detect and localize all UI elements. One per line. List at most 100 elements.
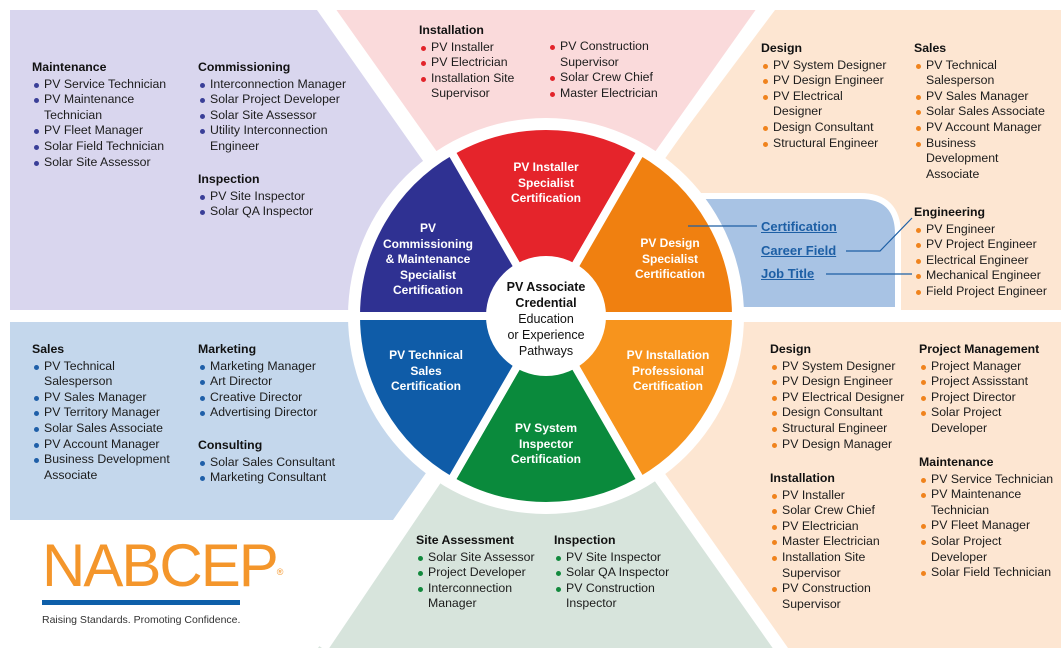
installation-prof-cert-line: PV Installation: [626, 348, 710, 362]
job-title-item: PV Service Technician: [32, 77, 166, 93]
job-title-item: PV Account Manager: [914, 120, 1045, 136]
job-title-item: Solar Field Technician: [32, 139, 166, 155]
commissioning-cert-line: Certification: [392, 283, 463, 297]
job-title-item: PV Construction Supervisor: [548, 39, 680, 70]
career-field-title: Design: [770, 342, 811, 356]
design-cert-line: Specialist: [641, 251, 699, 266]
job-title-item: Project Director: [919, 390, 1039, 406]
installation-prof-cert-label: PV Installation Professional Certificati…: [606, 348, 730, 395]
career-field-title: Consulting: [198, 438, 263, 452]
job-title-item: Solar Sales Associate: [914, 104, 1045, 120]
installation-prof-cert-line: Professional: [631, 363, 705, 378]
job-title-item: Advertising Director: [198, 405, 317, 421]
job-title-item: Project Developer: [416, 565, 535, 581]
job-title-item: PV Design Engineer: [761, 73, 886, 89]
job-title-item: Installation Site Supervisor: [419, 71, 541, 102]
inspector-cert-label: PV System Inspector Certification: [490, 421, 602, 468]
inspector-cert-line: Inspector: [518, 436, 573, 451]
design-cert-label: PV Design Specialist Certification: [614, 236, 726, 283]
commissioning-cert-line: & Maintenance: [385, 252, 471, 266]
job-title-item: PV System Designer: [761, 58, 886, 74]
job-title-item: PV Installer: [419, 40, 541, 56]
career-field-title: Project Management: [919, 342, 1040, 356]
nabcep-logo: NABCEP®: [42, 536, 283, 596]
job-title-item: PV Sales Manager: [914, 89, 1045, 105]
orange-top-engineering-list: Engineering PV Engineer PV Project Engin…: [914, 205, 1047, 300]
job-title-item: PV Technical Salesperson: [914, 58, 1026, 89]
installer-cert-label: PV Installer Specialist Certification: [490, 160, 602, 207]
career-field-title: Sales: [32, 342, 65, 356]
sales-cert-label: PV Technical Sales Certification: [370, 348, 482, 395]
career-field-title: Design: [761, 41, 802, 55]
center-line: Pathways: [518, 344, 574, 358]
career-field-title: Inspection: [198, 172, 260, 186]
job-title-item: PV Account Manager: [32, 437, 194, 453]
legend-career-field-link[interactable]: Career Field: [761, 243, 837, 258]
job-title-item: PV Site Inspector: [198, 189, 313, 205]
job-title-item: PV Territory Manager: [32, 405, 194, 421]
career-field-title: Installation: [770, 471, 835, 485]
career-field-title: Maintenance: [32, 60, 107, 74]
career-field-title: Site Assessment: [416, 533, 514, 547]
job-title-item: Structural Engineer: [761, 136, 886, 152]
blue-marketing-list: Marketing Marketing Manager Art Director…: [198, 342, 317, 421]
logo-tagline: Raising Standards. Promoting Confidence.: [42, 614, 241, 626]
career-field-title: Marketing: [198, 342, 257, 356]
job-title-item: Solar QA Inspector: [198, 204, 313, 220]
job-title-item: Project Manager: [919, 359, 1039, 375]
red-installation-list: Installation PV Installer PV Electrician…: [419, 23, 541, 102]
job-title-item: PV Construction Supervisor: [770, 581, 892, 612]
orange-bottom-design-list: Design PV System Designer PV Design Engi…: [770, 342, 904, 452]
job-title-item: Solar Project Developer: [198, 92, 360, 108]
job-title-item: Solar Site Assessor: [416, 550, 535, 566]
career-field-title: Commissioning: [198, 60, 291, 74]
legend-certification-link[interactable]: Certification: [761, 219, 837, 234]
job-title-item: PV Sales Manager: [32, 390, 194, 406]
job-title-item: Interconnection Manager: [198, 77, 360, 93]
job-title-item: Art Director: [198, 374, 317, 390]
center-circle: [486, 256, 606, 376]
installation-prof-segment: [542, 312, 740, 485]
commissioning-cert-line: Specialist: [399, 267, 457, 282]
job-title-item: PV Electrician: [419, 55, 541, 71]
sales-cert-line: Sales: [410, 363, 442, 378]
job-title-item: Solar Site Assessor: [198, 108, 360, 124]
career-field-title: Installation: [419, 23, 484, 37]
job-title-item: Project Assisstant: [919, 374, 1039, 390]
job-title-item: Solar Field Technician: [919, 565, 1053, 581]
blue-sales-list: Sales PV Technical Salesperson PV Sales …: [32, 342, 194, 483]
job-title-item: Solar Project Developer: [919, 405, 1021, 436]
inspector-segment: [447, 312, 645, 510]
job-title-item: PV Fleet Manager: [919, 518, 1053, 534]
installer-cert-line: PV Installer: [513, 160, 579, 174]
job-title-item: Solar Crew Chief: [770, 503, 892, 519]
orange-bottom-maintenance-list: Maintenance PV Service Technician PV Mai…: [919, 455, 1053, 581]
logo-underline: [42, 600, 240, 605]
center-title: PV Associate Credential: [506, 280, 586, 310]
job-title-item: PV Electrician: [770, 519, 892, 535]
job-title-item: Solar QA Inspector: [554, 565, 669, 581]
red-installation-list-2: PV Construction Supervisor Solar Crew Ch…: [548, 39, 680, 101]
career-field-title: Sales: [914, 41, 947, 55]
installation-prof-cert-line: Certification: [632, 379, 703, 393]
legend-job-title-link[interactable]: Job Title: [761, 266, 815, 281]
inspector-cert-line: Certification: [510, 452, 581, 466]
job-title-item: Solar Site Assessor: [32, 155, 166, 171]
orange-top-design-list: Design PV System Designer PV Design Engi…: [761, 41, 886, 151]
blue-consulting-list: Consulting Solar Sales Consultant Market…: [198, 438, 335, 486]
career-field-title: Engineering: [914, 205, 986, 219]
job-title-item: Interconnection Manager: [416, 581, 528, 612]
job-title-item: PV Technical Salesperson: [32, 359, 144, 390]
job-title-item: PV Maintenance Technician: [32, 92, 164, 123]
commissioning-segment: [352, 147, 550, 320]
green-inspection-list: Inspection PV Site Inspector Solar QA In…: [554, 533, 669, 612]
logo-registered-mark: ®: [276, 567, 284, 577]
design-cert-line: PV Design: [640, 236, 700, 250]
legend-career-field-line: [846, 217, 913, 252]
sales-cert-line: Certification: [390, 379, 461, 393]
job-title-item: PV Electrical Designer: [761, 89, 873, 120]
purple-inspection-list: Inspection PV Site Inspector Solar QA In…: [198, 172, 313, 220]
job-title-item: Master Electrician: [548, 86, 680, 102]
installer-segment: [447, 122, 645, 320]
